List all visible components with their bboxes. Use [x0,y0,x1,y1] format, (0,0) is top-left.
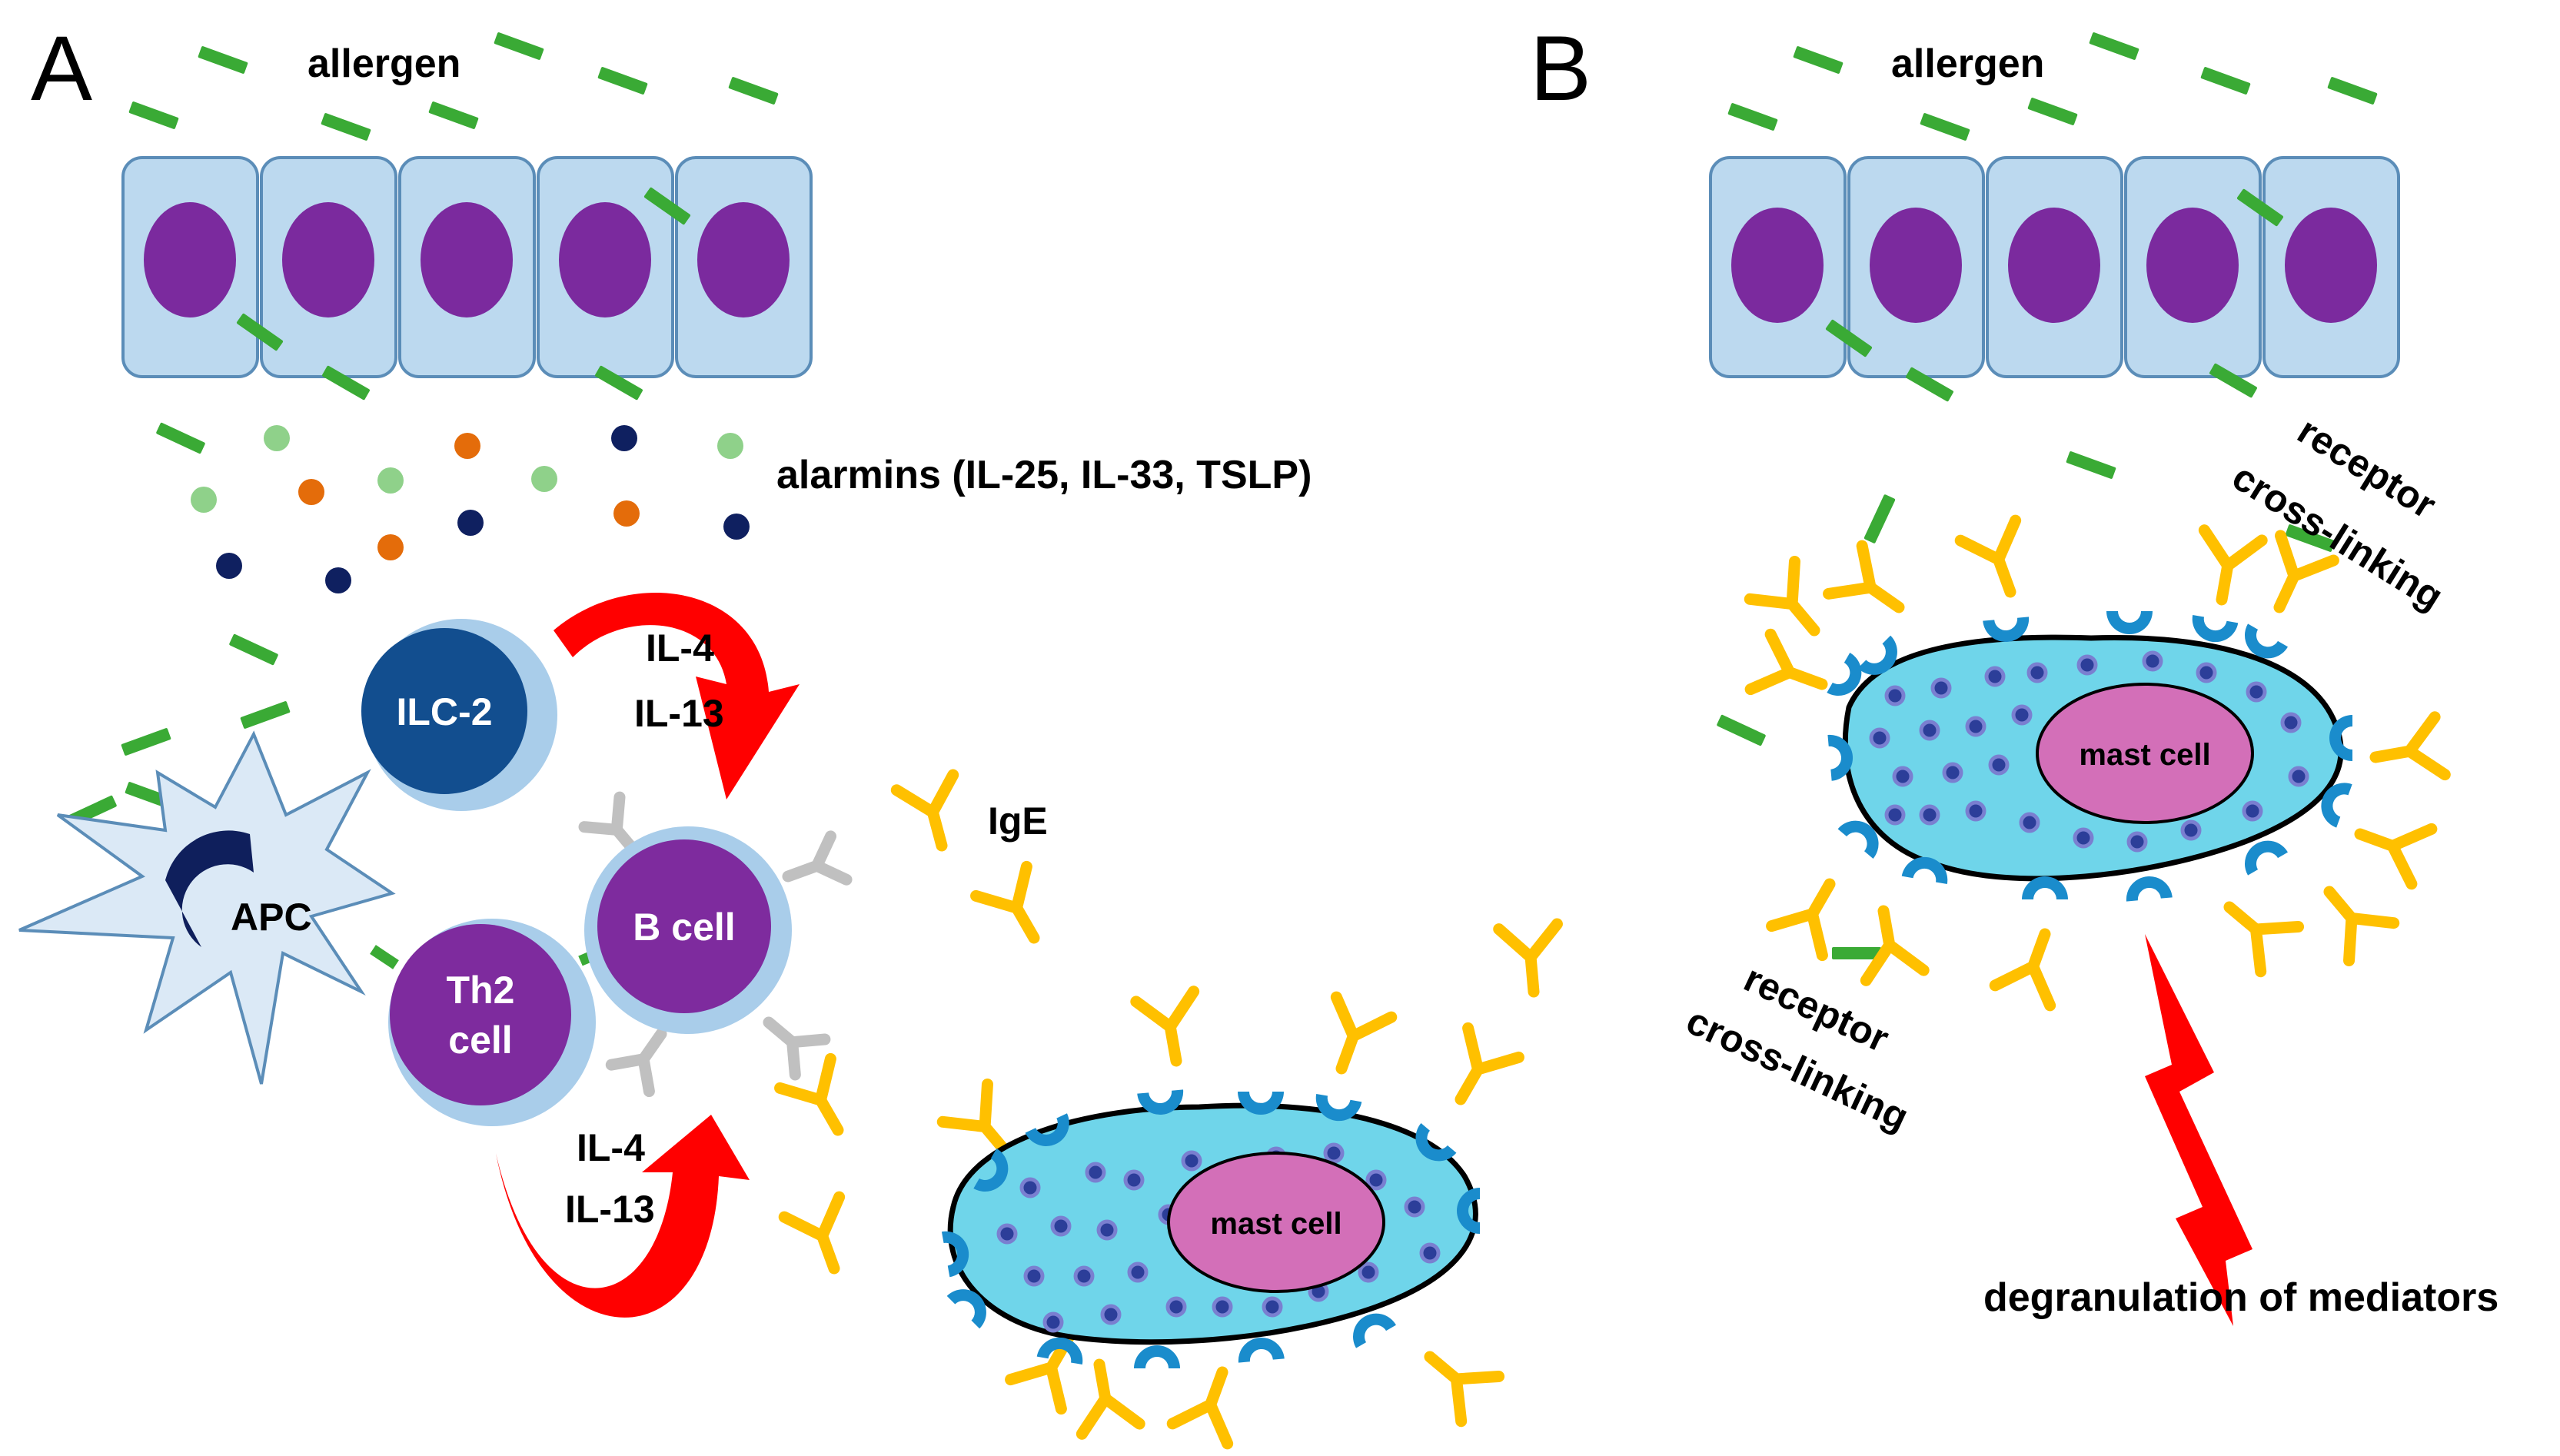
il13-bottom-label: IL-13 [565,1188,655,1231]
degranulation-label: degranulation of mediators [1983,1275,2498,1320]
mast-cell-b-label: mast cell [2079,738,2210,772]
mast-cell-b: mast cell [1750,520,2445,1006]
epithelium-a [121,156,813,378]
th2-cell: Th2 cell [388,919,596,1126]
panel-a-letter: A [31,17,92,120]
cytokine-arrow-bottom [496,1115,750,1318]
mast-cell-a-label: mast cell [1210,1207,1342,1241]
allergen-particles-b [1727,32,2378,141]
alarmin-dots [191,425,750,593]
epithelium-b [1709,156,2400,378]
b-cell-label: B cell [633,906,735,949]
il4-top-label: IL-4 [646,627,714,670]
th2-label-line2: cell [448,1019,512,1062]
mast-cell-b-granules [1869,650,2309,853]
mast-cell-a: mast cell [942,992,1518,1444]
panel-b-letter: B [1530,17,1591,120]
th2-label-line1: Th2 [447,969,515,1012]
apc-label: APC [231,896,312,939]
degranulation-bolt [2145,934,2252,1326]
ilc2-cell: ILC-2 [361,619,557,811]
panel-b: B allergen [1530,17,2498,1326]
b-cell: B cell [584,826,792,1034]
allergen-label-a: allergen [308,42,460,86]
alarmins-label: alarmins (IL-25, IL-33, TSLP) [776,453,1312,497]
ige-label: IgE [988,799,1048,843]
ilc2-label: ILC-2 [397,690,493,733]
cytokine-arrow-top [554,593,800,799]
panel-a: A allergen [18,17,1563,1444]
il4-bottom-label: IL-4 [577,1126,645,1169]
apc-cell: APC [18,730,396,1085]
allergen-label-b: allergen [1891,42,2044,86]
il13-top-label: IL-13 [634,692,724,735]
